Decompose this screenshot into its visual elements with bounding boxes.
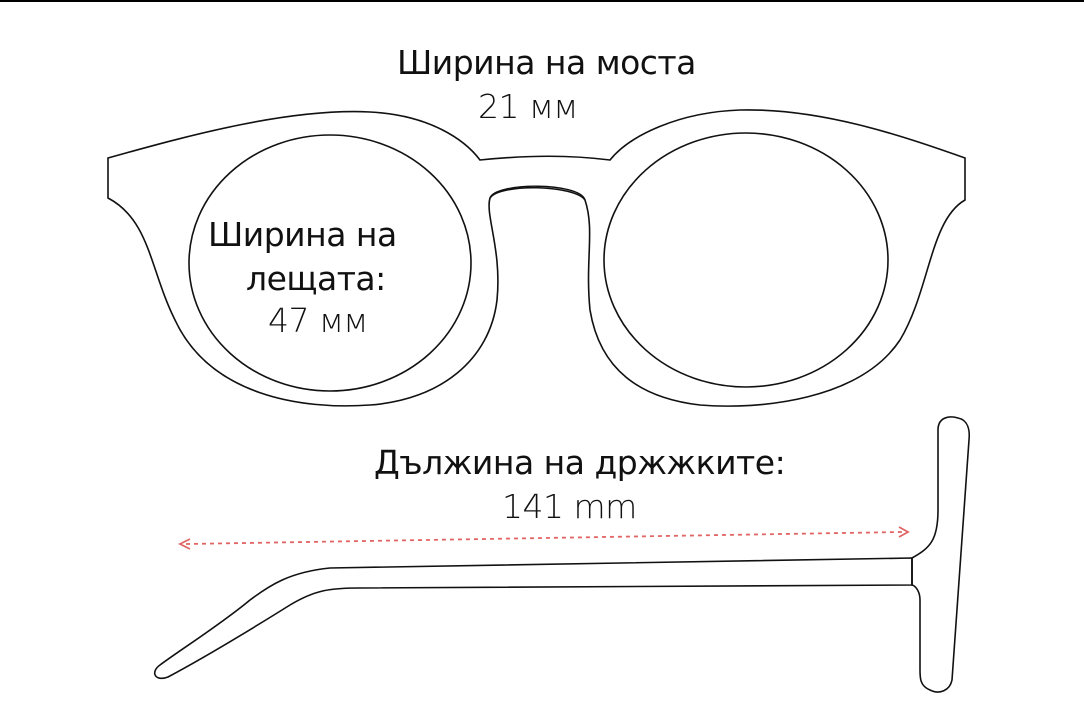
right-lens-outline xyxy=(603,132,889,388)
frame-front-outline xyxy=(107,109,966,407)
top-border-line xyxy=(0,0,1084,2)
temple-length-value: 141 mm xyxy=(502,487,637,526)
left-lens-outline xyxy=(188,134,472,392)
lens-width-value: 47 мм xyxy=(268,301,368,340)
lens-width-title-line1: Ширина на xyxy=(208,215,397,254)
bridge-inner-line xyxy=(489,185,586,201)
temple-length-arrow xyxy=(177,526,910,550)
bridge-width-value: 21 мм xyxy=(478,87,578,126)
temple-arm-outline xyxy=(153,557,913,680)
hinge-frame-outline xyxy=(911,416,971,693)
bridge-width-title: Ширина на моста xyxy=(397,43,696,82)
temple-length-title: Дължина на држжките: xyxy=(374,443,786,482)
lens-width-title-line2: лещата: xyxy=(246,259,386,298)
